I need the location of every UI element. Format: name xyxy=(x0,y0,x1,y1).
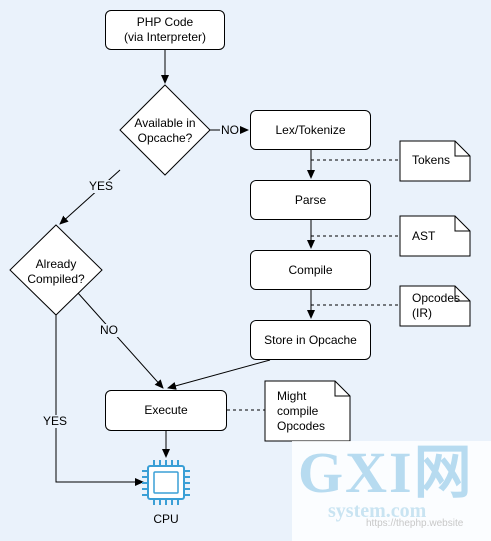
note-tokens-shape xyxy=(399,140,471,182)
note-might-shape xyxy=(264,380,351,442)
edge-label-yes-opcache: YES xyxy=(88,179,115,193)
edge-label-yes-compiled: YES xyxy=(42,414,69,428)
note-opcodes-shape xyxy=(399,285,471,327)
already-compiled-label: Already Compiled? xyxy=(27,257,85,286)
note-tokens: Tokens xyxy=(412,153,451,167)
edge-label-no-opcache: NO xyxy=(220,123,240,137)
watermark-panel xyxy=(292,441,491,541)
lex-tokenize-node: Lex/Tokenize xyxy=(250,110,371,150)
store-opcache-node: Store in Opcache xyxy=(250,320,371,360)
edge-label-no-compiled: NO xyxy=(99,323,119,337)
note-might-compile: Might compile Opcodes xyxy=(277,389,326,433)
available-diamond xyxy=(119,84,211,176)
watermark-domain: system.com xyxy=(328,500,427,522)
available-opcache-label: Available in Opcache? xyxy=(134,116,196,145)
watermark-url: https://thephp.website xyxy=(366,518,464,529)
watermark-brand: GXI网 xyxy=(298,440,474,505)
php-code-node: PHP Code (via Interpreter) xyxy=(105,10,225,50)
note-opcodes: Opcodes (IR) xyxy=(412,291,461,320)
compile-node: Compile xyxy=(250,250,371,290)
edge-already-cpu xyxy=(55,315,144,486)
cpu-label: CPU xyxy=(153,512,179,526)
edge-available-already xyxy=(59,169,121,225)
note-ast: AST xyxy=(412,229,436,243)
parse-node: Parse xyxy=(250,180,371,220)
execute-node: Execute xyxy=(105,390,227,431)
note-ast-shape xyxy=(399,215,471,257)
edge-already-execute xyxy=(77,292,164,389)
edge-store-execute xyxy=(167,359,271,390)
cpu-icon xyxy=(142,460,190,505)
